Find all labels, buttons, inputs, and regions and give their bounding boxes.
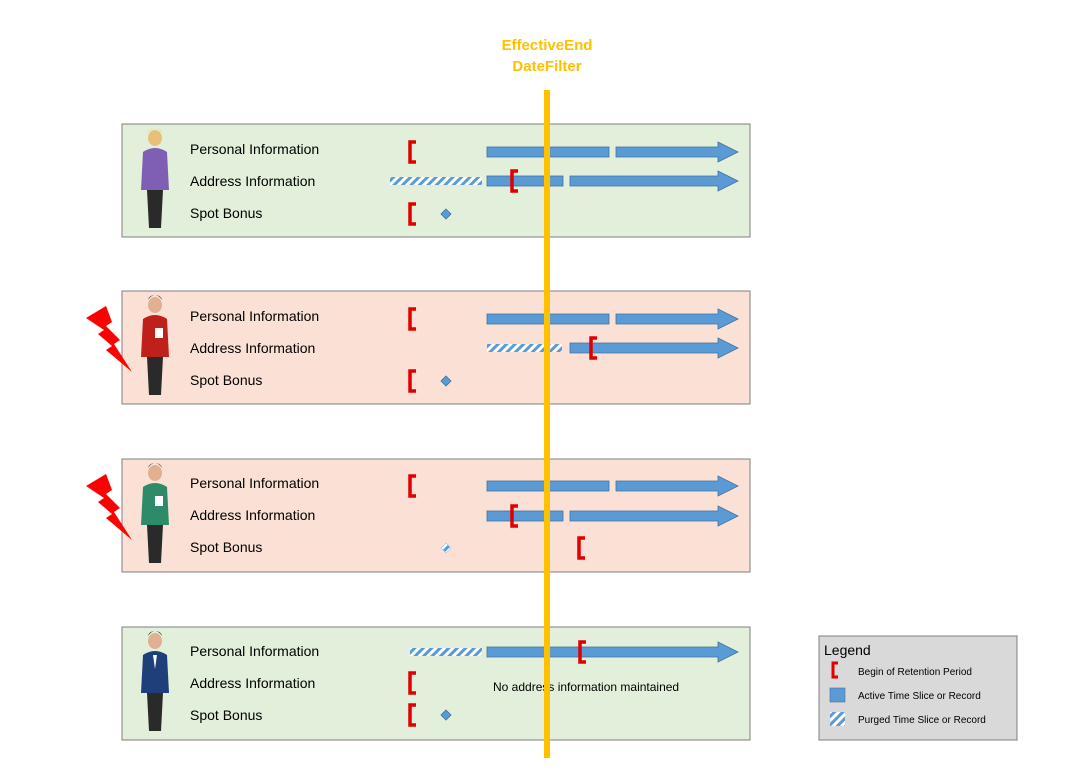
no-address-note: No address information maintained bbox=[493, 680, 679, 694]
retention-bracket-icon bbox=[408, 474, 416, 498]
retention-bracket-icon bbox=[510, 504, 518, 528]
purged-time-slice bbox=[487, 344, 562, 352]
filter-line bbox=[544, 90, 550, 758]
effective-end-date-filter: EffectiveEnd DateFilter bbox=[502, 37, 593, 758]
lightning-icon bbox=[86, 306, 132, 372]
row-label: Personal Information bbox=[190, 141, 319, 157]
purged-slice-icon bbox=[830, 712, 845, 726]
row-label: Address Information bbox=[190, 675, 315, 691]
row-label: Address Information bbox=[190, 507, 315, 523]
record-diamond bbox=[440, 375, 452, 387]
active-time-slice bbox=[486, 510, 564, 522]
record-diamond bbox=[440, 709, 452, 721]
row-label: Address Information bbox=[190, 173, 315, 189]
employee-figure-icon bbox=[141, 295, 169, 395]
purged-record-diamond bbox=[440, 542, 452, 554]
purged-time-slice bbox=[410, 648, 482, 656]
active-time-slice-arrow bbox=[569, 505, 739, 527]
retention-bracket-icon bbox=[578, 640, 586, 664]
row-label: Personal Information bbox=[190, 308, 319, 324]
retention-bracket-icon bbox=[831, 661, 838, 679]
legend-item-label: Active Time Slice or Record bbox=[858, 691, 981, 702]
active-time-slice bbox=[486, 175, 564, 187]
legend-title: Legend bbox=[824, 642, 871, 658]
employee-panel-3: Personal Information Address Information… bbox=[86, 458, 751, 573]
active-time-slice-arrow bbox=[615, 475, 739, 497]
purged-time-slice bbox=[390, 177, 482, 185]
active-time-slice-arrow bbox=[615, 141, 739, 163]
retention-bracket-icon bbox=[408, 202, 416, 226]
row-label: Spot Bonus bbox=[190, 372, 262, 388]
filter-label-line2: DateFilter bbox=[512, 58, 581, 75]
lightning-icon bbox=[86, 474, 132, 540]
row-label: Spot Bonus bbox=[190, 707, 262, 723]
row-label: Spot Bonus bbox=[190, 539, 262, 555]
retention-bracket-icon bbox=[408, 703, 416, 727]
retention-bracket-icon bbox=[589, 336, 597, 360]
record-diamond bbox=[440, 208, 452, 220]
legend-item-label: Purged Time Slice or Record bbox=[858, 715, 986, 726]
legend-item-label: Begin of Retention Period bbox=[858, 667, 972, 678]
active-time-slice-arrow bbox=[569, 337, 739, 359]
employee-figure-icon bbox=[141, 463, 169, 563]
filter-label-line1: EffectiveEnd bbox=[502, 37, 593, 54]
row-label: Address Information bbox=[190, 340, 315, 356]
row-label: Personal Information bbox=[190, 475, 319, 491]
retention-bracket-icon bbox=[408, 369, 416, 393]
employee-figure-icon bbox=[141, 631, 169, 731]
retention-bracket-icon bbox=[408, 140, 416, 164]
retention-bracket-icon bbox=[577, 536, 585, 560]
retention-bracket-icon bbox=[510, 169, 518, 193]
active-slice-icon bbox=[829, 687, 846, 703]
row-label: Personal Information bbox=[190, 643, 319, 659]
employee-panel-2: Personal Information Address Information… bbox=[86, 290, 751, 405]
active-time-slice-arrow bbox=[569, 170, 739, 192]
retention-bracket-icon bbox=[408, 307, 416, 331]
employee-panel-4: Personal Information Address Information… bbox=[121, 626, 751, 741]
retention-bracket-icon bbox=[408, 671, 416, 695]
employee-panel-1: Personal Information Address Information… bbox=[121, 123, 751, 238]
row-label: Spot Bonus bbox=[190, 205, 262, 221]
active-time-slice-arrow bbox=[615, 308, 739, 330]
legend: Legend Begin of Retention Period Active … bbox=[818, 635, 1018, 741]
employee-figure-icon bbox=[141, 128, 169, 228]
